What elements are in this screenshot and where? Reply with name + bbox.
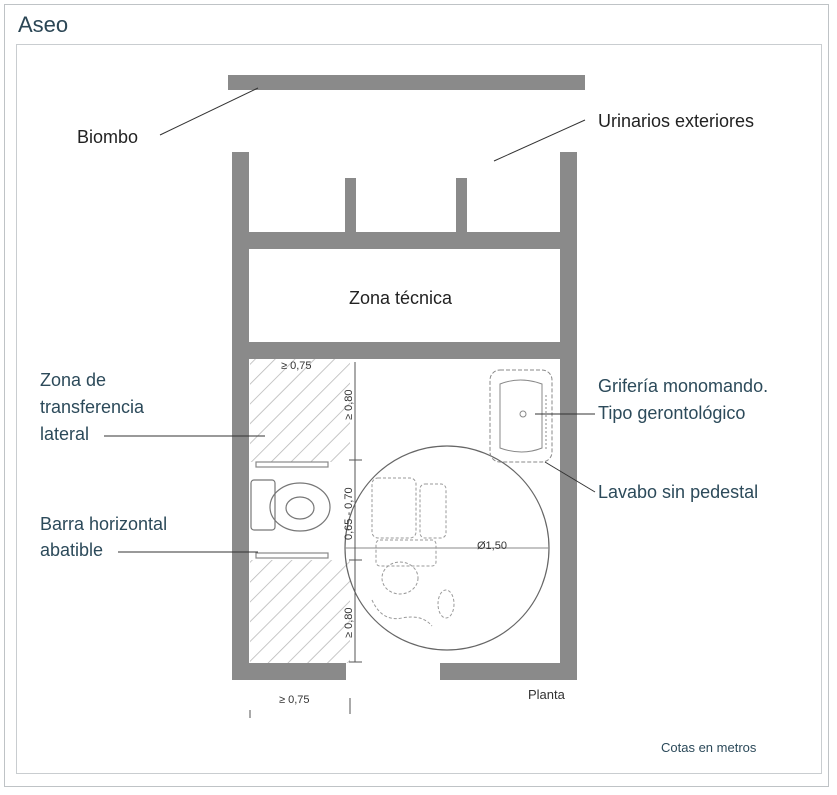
technical-zone-bottom-wall bbox=[232, 342, 577, 359]
leader-lines bbox=[104, 87, 596, 553]
label-barra-2: abatible bbox=[40, 540, 104, 560]
right-wall bbox=[560, 152, 577, 680]
label-griferia-2: Tipo gerontológico bbox=[598, 403, 746, 423]
dim-lower-depth: ≥ 0,80 bbox=[343, 607, 355, 638]
walls bbox=[228, 75, 585, 680]
dim-upper-depth: ≥ 0,80 bbox=[343, 389, 355, 420]
screen-wall bbox=[228, 75, 585, 90]
label-barra-1: Barra horizontal bbox=[40, 514, 168, 534]
label-zona-transferencia-2: transferencia bbox=[40, 397, 145, 417]
label-griferia-1: Grifería monomando. bbox=[598, 376, 769, 396]
washbasin bbox=[489, 369, 553, 463]
outer-frame bbox=[4, 4, 829, 787]
dimension-lines bbox=[249, 362, 362, 718]
dim-bottom-width: ≥ 0,75 bbox=[279, 694, 310, 706]
bottom-wall-right bbox=[440, 663, 577, 680]
dim-middle-depth: 0,65 - 0,70 bbox=[343, 487, 355, 540]
label-cotas: Cotas en metros bbox=[661, 740, 757, 755]
grab-bar-lower bbox=[255, 552, 329, 559]
label-biombo: Biombo bbox=[77, 127, 139, 147]
left-wall bbox=[232, 152, 249, 680]
transfer-zone-upper bbox=[250, 357, 350, 462]
label-zona-tecnica: Zona técnica bbox=[349, 288, 453, 308]
label-lavabo: Lavabo sin pedestal bbox=[598, 482, 759, 502]
technical-zone-top-wall bbox=[232, 232, 577, 249]
label-urinarios: Urinarios exteriores bbox=[598, 111, 755, 131]
inner-frame bbox=[16, 44, 822, 774]
diagram-title: Aseo bbox=[18, 12, 69, 37]
grab-bar-upper bbox=[255, 461, 329, 468]
dim-circle-diameter: Ø1,50 bbox=[477, 540, 507, 552]
urinal-partition-right bbox=[456, 178, 467, 235]
toilet bbox=[250, 479, 331, 532]
wheelchair-user-sketch bbox=[371, 477, 455, 627]
label-planta: Planta bbox=[528, 687, 565, 702]
label-zona-transferencia-3: lateral bbox=[40, 424, 90, 444]
label-zona-transferencia-1: Zona de bbox=[40, 370, 107, 390]
urinal-partition-left bbox=[345, 178, 356, 235]
bottom-wall-left bbox=[232, 663, 346, 680]
dim-top-width: ≥ 0,75 bbox=[281, 360, 312, 372]
transfer-zone-lower bbox=[250, 560, 350, 663]
